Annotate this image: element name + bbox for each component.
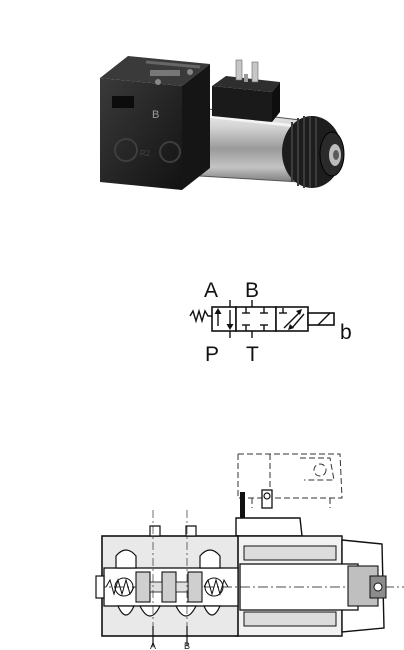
valve-cross-section: A B bbox=[95, 453, 404, 650]
port-label-a: A bbox=[204, 279, 218, 302]
terminal-pin bbox=[240, 492, 245, 520]
valve-body: B R2 bbox=[100, 56, 210, 190]
hydraulic-symbol: A B P T b bbox=[189, 279, 352, 366]
manual-override-knob bbox=[282, 116, 345, 188]
valve-photo-panel: B R2 bbox=[0, 0, 404, 220]
envelope-parallel bbox=[211, 306, 237, 332]
body-mark: B bbox=[152, 109, 159, 121]
solenoid-label: b bbox=[340, 321, 352, 344]
solenoid-icon bbox=[307, 312, 335, 326]
hydraulic-symbol-panel: A B P T b bbox=[0, 270, 404, 370]
flow-arrow-icon bbox=[275, 306, 309, 332]
electrical-connector bbox=[212, 59, 280, 122]
coil-housing bbox=[235, 517, 404, 637]
spring-icon bbox=[189, 308, 212, 324]
envelope-blocked bbox=[229, 300, 277, 338]
section-port-label-a: A bbox=[150, 641, 156, 650]
cross-section-panel: A B bbox=[0, 440, 404, 650]
svg-text:R2: R2 bbox=[140, 149, 151, 158]
section-port-label-b: B bbox=[184, 641, 190, 650]
valve-body-section bbox=[95, 510, 240, 646]
solenoid-valve-photo: B R2 bbox=[100, 56, 345, 190]
port-label-t: T bbox=[246, 343, 259, 366]
port-label-p: P bbox=[205, 343, 219, 366]
port-label-b: B bbox=[245, 279, 259, 302]
connector-outline-dashed bbox=[237, 453, 343, 508]
